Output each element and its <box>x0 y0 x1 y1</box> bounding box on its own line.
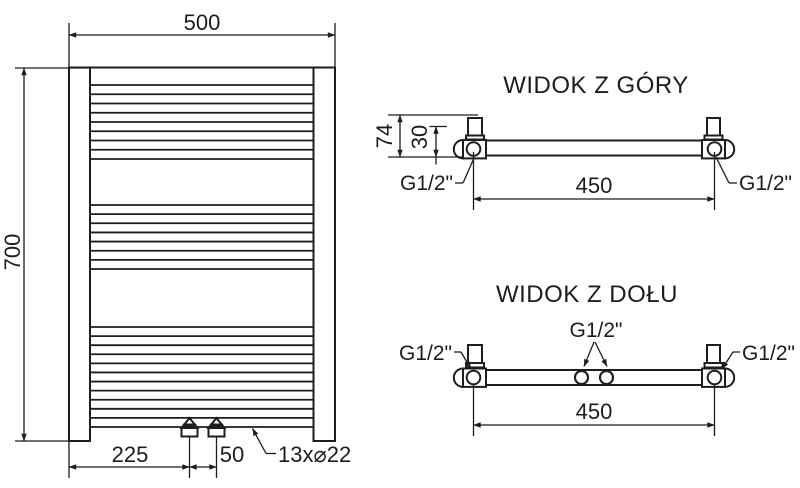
dim-axis-label: 30 <box>407 125 432 149</box>
right-fitting-bulge <box>724 367 736 388</box>
center-connection-port-left <box>573 369 590 386</box>
wall-bracket-right <box>703 344 724 369</box>
bracket-arm <box>706 344 721 364</box>
bracket-arm <box>706 117 721 137</box>
bottom-tube-bar <box>485 369 703 386</box>
right-fitting-bulge <box>724 138 736 160</box>
top-view: WIDOK Z GÓRY 74 30 <box>372 72 792 210</box>
leader-arrow <box>721 351 734 370</box>
valve-left-body <box>180 427 199 438</box>
thread-label-right: G1/2" <box>739 172 792 195</box>
leader-arrow <box>583 341 595 367</box>
thread-callout-bottom-left: G1/2" <box>399 342 472 370</box>
left-collector-tube <box>68 66 91 442</box>
valve-right-body <box>207 427 226 438</box>
right-collector-tube <box>312 66 336 442</box>
thread-label-left: G1/2" <box>399 342 452 365</box>
wall-bracket-right <box>703 117 724 141</box>
dim-axis-30: 30 <box>407 125 447 165</box>
bracket-arm <box>467 344 483 364</box>
left-connection-port <box>465 369 482 386</box>
bracket-foot <box>465 134 485 141</box>
valve-left-seal <box>181 423 198 428</box>
dim-width-label: 500 <box>184 10 221 35</box>
wall-bracket-left <box>465 117 485 141</box>
dim-span-top-450: 450 <box>472 152 716 210</box>
bracket-foot <box>703 362 724 369</box>
dim-width-500: 500 <box>68 10 336 88</box>
thread-label-center: G1/2" <box>570 319 623 342</box>
thread-label-right: G1/2" <box>742 342 795 365</box>
top-tube-bar <box>485 139 703 157</box>
tube-count-callout: 13x⌀22 <box>251 428 351 467</box>
valve-left <box>179 416 200 478</box>
top-view-title: WIDOK Z GÓRY <box>503 72 689 99</box>
bottom-view-title: WIDOK Z DOŁU <box>496 281 678 308</box>
thread-callout-center: G1/2" <box>570 319 623 367</box>
left-fitting-bulge <box>452 367 464 388</box>
bracket-foot <box>703 134 724 141</box>
right-connection-port <box>706 369 723 386</box>
dim-span-label: 450 <box>576 399 613 424</box>
front-view: 500 700 225 50 13x⌀22 <box>0 10 351 478</box>
dim-height-label: 700 <box>0 234 25 271</box>
bracket-arm <box>467 117 483 137</box>
thread-label-left: G1/2" <box>400 172 453 195</box>
dim-valve-positions: 225 50 <box>68 441 244 478</box>
center-connection-port-right <box>598 369 615 386</box>
leader-arrow <box>251 428 267 454</box>
valve-right-seal <box>208 423 225 428</box>
dim-valve-spacing-label: 50 <box>220 442 244 467</box>
leader-line <box>715 156 730 184</box>
left-fitting-bulge <box>452 138 464 160</box>
thread-callout-top-left: G1/2" <box>400 157 475 195</box>
tube-count-label: 13x⌀22 <box>278 442 351 467</box>
thread-callout-top-right: G1/2" <box>715 156 792 195</box>
leader-line <box>462 157 475 184</box>
leader-arrow <box>594 341 608 367</box>
valve-right <box>206 416 227 478</box>
dim-height-700: 700 <box>0 67 88 442</box>
dim-valve-offset-label: 225 <box>112 442 149 467</box>
thread-callout-bottom-right: G1/2" <box>721 342 795 370</box>
rung-lines <box>90 84 313 428</box>
bottom-view: WIDOK Z DOŁU G1/2" G1/2" <box>399 281 795 436</box>
dim-span-label: 450 <box>576 173 613 198</box>
dim-depth-label: 74 <box>372 124 397 148</box>
dim-span-bottom-450: 450 <box>472 385 716 436</box>
dim-depth-74: 74 <box>372 114 478 158</box>
leader-arrow <box>460 351 472 370</box>
